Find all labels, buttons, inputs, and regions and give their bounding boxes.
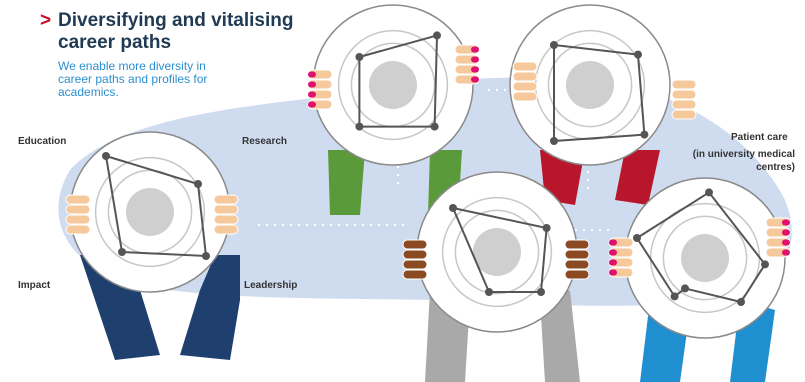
sleeve-icon xyxy=(328,150,365,215)
profile-point xyxy=(542,224,551,232)
label-leadership: Leadership xyxy=(244,280,298,291)
profile-point xyxy=(194,180,202,188)
profile-point xyxy=(550,137,558,145)
profile-point xyxy=(761,260,769,269)
figure-blue xyxy=(608,177,791,382)
label-research: Research xyxy=(242,136,288,147)
figure-red xyxy=(509,4,697,205)
profile-point xyxy=(670,292,679,301)
profile-point xyxy=(737,298,745,306)
profile-point xyxy=(355,122,364,131)
hand-icon xyxy=(765,217,791,258)
profile-point xyxy=(550,41,558,49)
sleeve-icon xyxy=(180,255,240,360)
hand-icon xyxy=(402,239,428,280)
figure-green xyxy=(307,4,480,215)
profile-point xyxy=(433,31,441,40)
profile-point xyxy=(640,130,649,139)
profile-point xyxy=(355,53,364,61)
profile-point xyxy=(449,204,457,212)
label-impact: Impact xyxy=(18,280,51,291)
profile-point xyxy=(681,284,689,293)
hand-icon xyxy=(65,194,91,235)
page-title: Diversifying and vitalising career paths xyxy=(58,10,294,53)
profile-point xyxy=(537,288,545,296)
hand-icon xyxy=(213,194,239,235)
sleeve-icon xyxy=(540,290,580,382)
figure-navy xyxy=(65,131,240,360)
label-patient-care-sub: (in university medical centres) xyxy=(692,149,795,173)
hand-icon xyxy=(512,61,538,102)
page-subtitle: We enable more diversity in career paths… xyxy=(58,59,208,99)
chevron-right-icon: > xyxy=(40,10,52,31)
sleeve-icon xyxy=(80,255,160,360)
profile-point xyxy=(705,188,713,197)
hand-icon xyxy=(454,44,480,85)
dotted-connectors xyxy=(258,89,610,231)
profile-point xyxy=(102,152,110,160)
profile-point xyxy=(430,122,439,131)
label-patient-care: Patient care xyxy=(731,132,788,143)
profile-point xyxy=(118,248,126,256)
hand-icon xyxy=(564,239,590,280)
profile-point xyxy=(485,288,493,296)
profile-point xyxy=(633,234,641,242)
profile-point xyxy=(634,50,642,59)
profile-point xyxy=(202,252,210,260)
header: > Diversifying and vitalising career pat… xyxy=(40,10,340,99)
hand-icon xyxy=(671,79,697,120)
hand-icon xyxy=(608,237,634,278)
label-education: Education xyxy=(18,136,67,147)
figure-grey xyxy=(402,171,590,382)
sleeve-icon xyxy=(615,150,660,205)
hand-icon xyxy=(307,69,333,110)
